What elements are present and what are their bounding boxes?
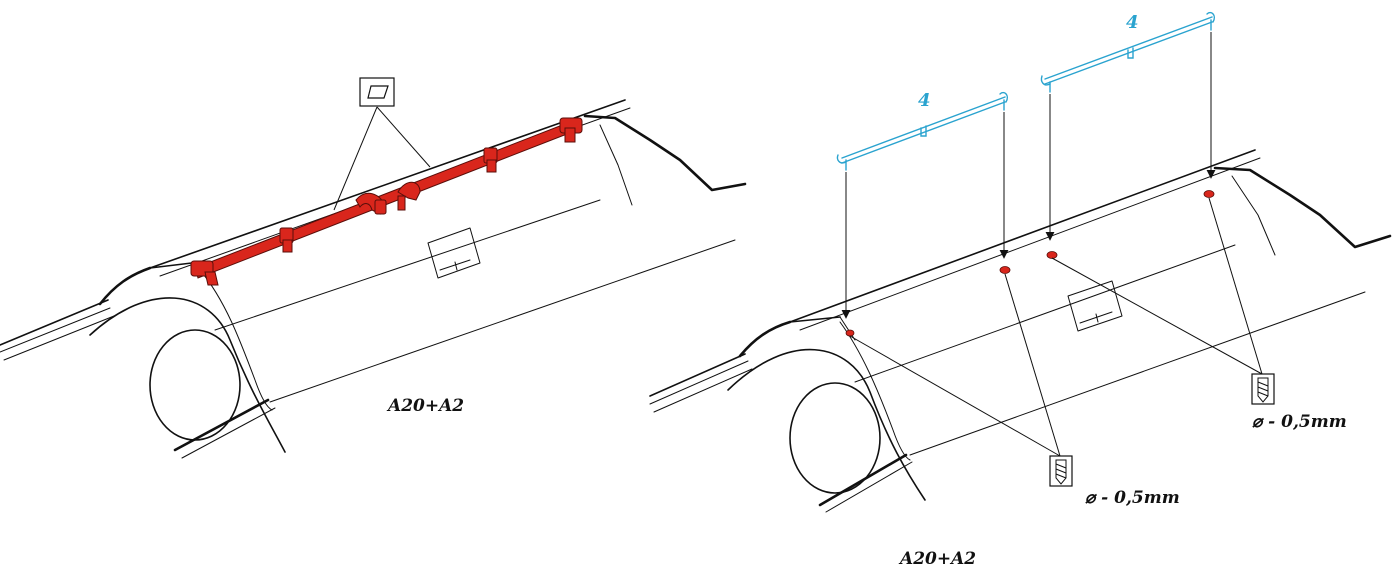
left-assembly-label: A20+A2 bbox=[386, 396, 464, 416]
left-fuselage bbox=[0, 99, 747, 459]
drill-hole bbox=[1203, 190, 1215, 198]
rear-rail-part bbox=[1040, 11, 1216, 93]
drill-bit-icon bbox=[1251, 373, 1275, 405]
drill-leaders bbox=[849, 197, 1263, 457]
right-fuselage bbox=[649, 149, 1392, 513]
glue-callout bbox=[333, 77, 431, 211]
front-rail-part bbox=[836, 91, 1009, 171]
drill-size-front: ⌀ - 0,5mm bbox=[1085, 488, 1180, 508]
assembly-arrows bbox=[841, 32, 1216, 319]
glue-surface-icon bbox=[359, 77, 395, 107]
drill-bit-icon bbox=[1049, 455, 1073, 487]
drill-holes bbox=[845, 190, 1215, 337]
part-number-rear: 4 bbox=[1126, 12, 1139, 33]
drill-hole bbox=[999, 266, 1011, 274]
drill-size-rear: ⌀ - 0,5mm bbox=[1252, 412, 1347, 432]
left-rail-part bbox=[190, 117, 583, 286]
drill-hole bbox=[1046, 251, 1058, 259]
part-number-front: 4 bbox=[918, 90, 931, 111]
right-assembly-label: A20+A2 bbox=[898, 549, 976, 569]
drill-hole bbox=[845, 329, 855, 337]
